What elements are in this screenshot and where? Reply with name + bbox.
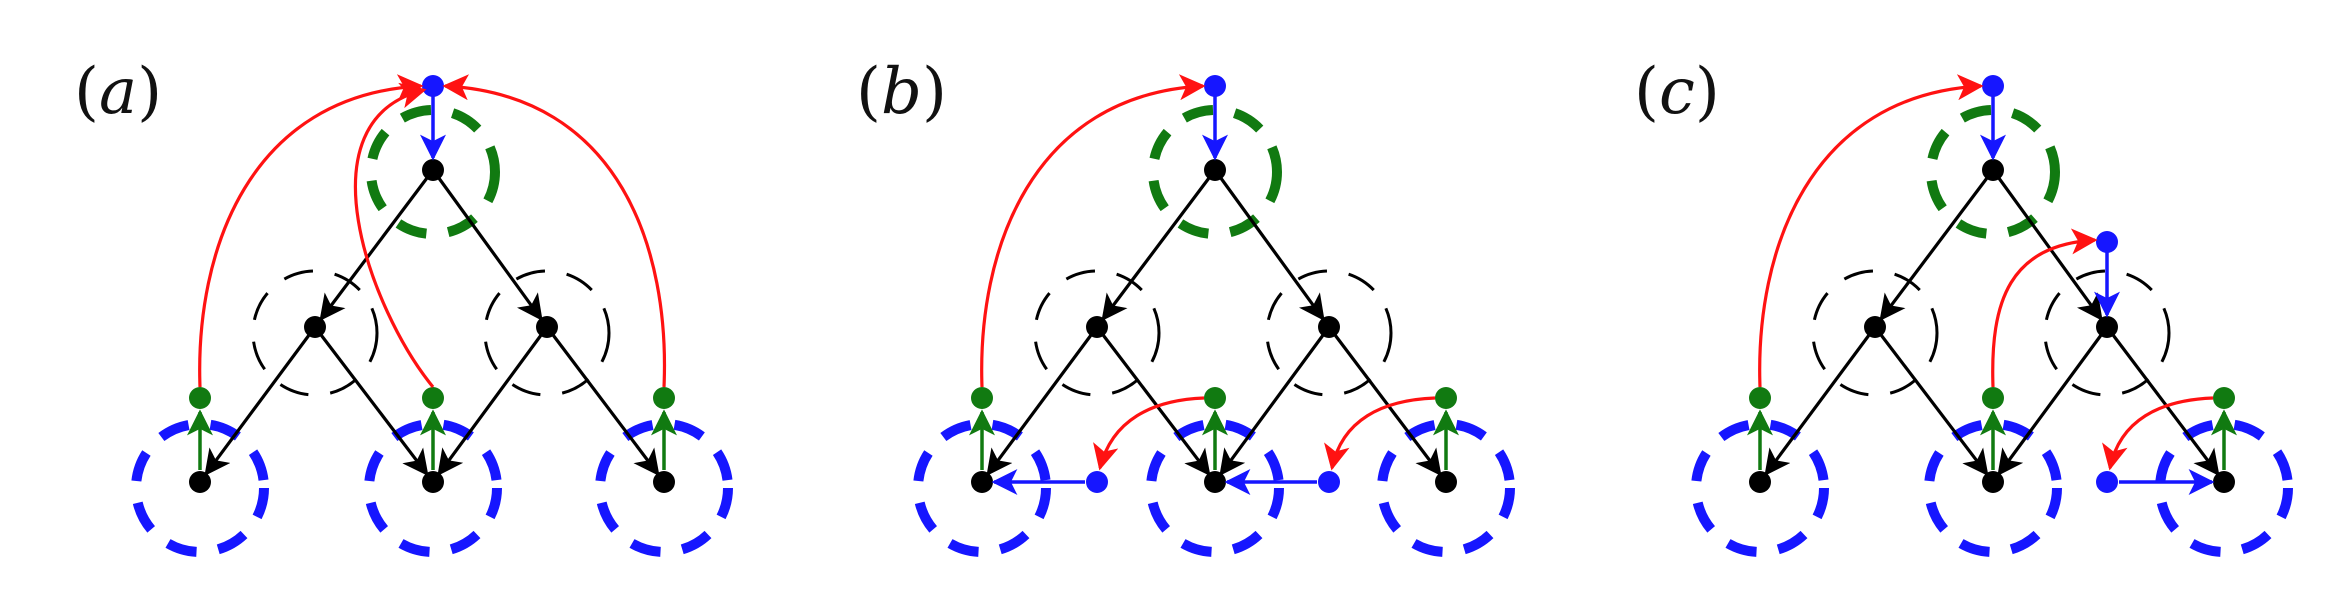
tree-node <box>1318 316 1340 338</box>
tree-node <box>1204 159 1226 181</box>
green-node <box>422 387 444 409</box>
leaf-dashed-circle <box>1146 419 1284 557</box>
blue-node <box>1086 471 1108 493</box>
root-dashed-circle <box>1926 105 2060 239</box>
green-node <box>653 387 675 409</box>
tree-edge <box>319 169 435 322</box>
tree-edge <box>1873 326 1989 477</box>
red-curve <box>442 74 667 388</box>
root-dashed-circle <box>1148 105 1282 239</box>
leaf-dashed-circle <box>1691 419 1829 557</box>
internal-dashed-circle <box>1811 269 1939 397</box>
leaf-dashed-circle <box>131 419 269 557</box>
red-curve <box>980 74 1206 388</box>
leaf-dashed-circle <box>1377 419 1515 557</box>
tree-edge <box>1879 169 1995 322</box>
panel-label-b: (b) <box>856 55 947 129</box>
green-node <box>189 387 211 409</box>
tree-edge <box>437 326 549 477</box>
green-node <box>2213 387 2235 409</box>
tree-edge <box>431 169 543 322</box>
tree-node <box>422 159 444 181</box>
root-dashed-circle <box>366 105 500 239</box>
green-node <box>971 387 993 409</box>
tree-node <box>422 471 444 493</box>
panel-label-a: (a) <box>74 55 163 129</box>
red-curve <box>1991 228 2098 388</box>
red-curve <box>354 82 435 389</box>
tree-edge <box>1997 326 2109 477</box>
tree-edge <box>1213 169 1325 322</box>
green-node <box>1435 387 1457 409</box>
tree-edge <box>1219 326 1331 477</box>
green-node <box>1204 387 1226 409</box>
leaf-dashed-circle <box>913 419 1051 557</box>
leaf-dashed-circle <box>2155 419 2293 557</box>
green-node <box>1982 387 2004 409</box>
leaf-dashed-circle <box>1924 419 2062 557</box>
tree-edge <box>545 326 660 477</box>
tree-edge <box>1991 169 2103 322</box>
red-curve <box>1093 396 1205 471</box>
red-curve <box>198 74 424 388</box>
panel-label-c: (c) <box>1634 55 1720 129</box>
tree-node <box>2213 471 2235 493</box>
blue-node <box>2096 471 2118 493</box>
tree-node <box>1204 471 1226 493</box>
blue-node <box>1982 75 2004 97</box>
tree-node <box>971 471 993 493</box>
red-curve <box>1324 396 1436 471</box>
tree-edge <box>1327 326 1442 477</box>
tree-node <box>1982 471 2004 493</box>
tree-node <box>653 471 675 493</box>
tree-node <box>2096 316 2118 338</box>
tree-node <box>1435 471 1457 493</box>
internal-dashed-circle <box>483 269 611 397</box>
tree-edge <box>1095 326 1211 477</box>
green-node <box>1749 387 1771 409</box>
tree-node <box>304 316 326 338</box>
tree-node <box>189 471 211 493</box>
red-curve <box>2102 396 2214 471</box>
leaf-dashed-circle <box>364 419 502 557</box>
leaf-dashed-circle <box>595 419 733 557</box>
red-curve <box>1758 74 1984 388</box>
tree-node <box>1982 159 2004 181</box>
tree-edge <box>2105 326 2220 477</box>
blue-node <box>1204 75 1226 97</box>
internal-dashed-circle <box>2043 269 2171 397</box>
tree-node <box>1864 316 1886 338</box>
blue-node <box>2096 231 2118 253</box>
tree-node <box>1086 316 1108 338</box>
tree-edge <box>1101 169 1217 322</box>
tree-node <box>536 316 558 338</box>
tree-edge <box>204 326 317 477</box>
blue-node <box>1318 471 1340 493</box>
tree-edge <box>986 326 1099 477</box>
tree-node <box>1749 471 1771 493</box>
tree-edge <box>1764 326 1877 477</box>
blue-node <box>422 75 444 97</box>
internal-dashed-circle <box>1033 269 1161 397</box>
internal-dashed-circle <box>251 269 379 397</box>
internal-dashed-circle <box>1265 269 1393 397</box>
tree-edge <box>313 326 429 477</box>
